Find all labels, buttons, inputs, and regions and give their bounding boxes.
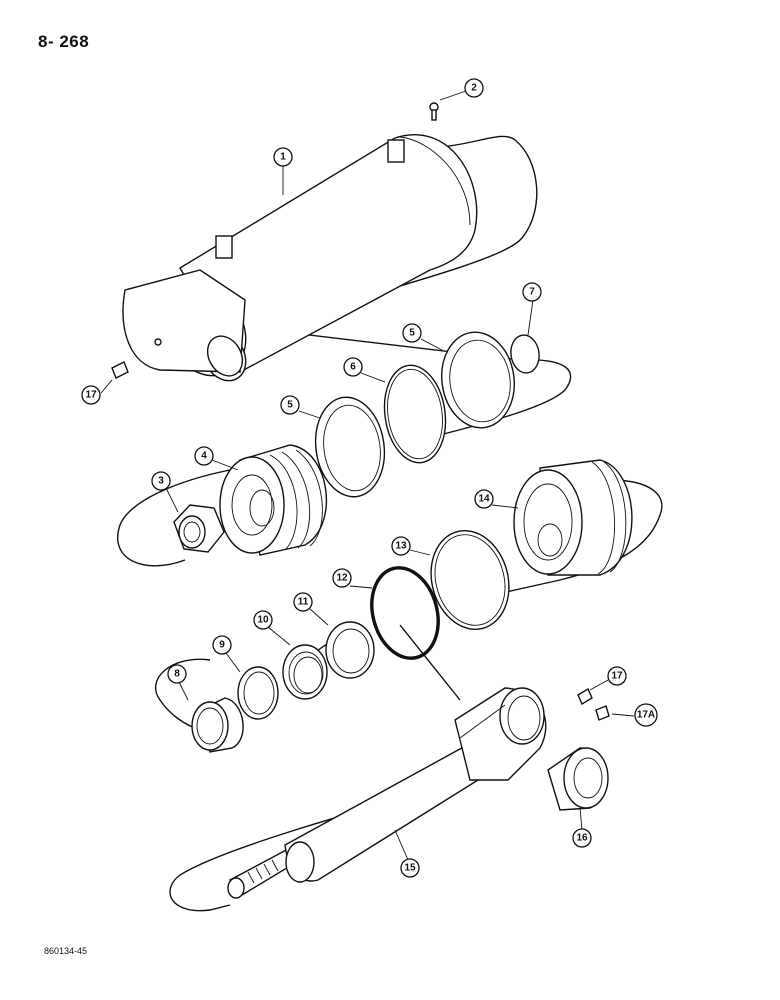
callout-11: 11: [293, 592, 313, 612]
part-14-gland: [513, 459, 633, 576]
gland-rings: [370, 530, 510, 660]
callout-6: 6: [343, 357, 363, 377]
svg-text:3: 3: [158, 476, 164, 487]
svg-text:6: 6: [350, 362, 356, 373]
svg-text:14: 14: [478, 494, 490, 505]
callout-8: 8: [167, 664, 187, 684]
callout-16: 16: [572, 828, 592, 848]
svg-text:7: 7: [529, 287, 535, 298]
svg-text:4: 4: [201, 451, 207, 462]
cylinder-barrel: [122, 134, 478, 382]
svg-text:5: 5: [287, 400, 293, 411]
callout-17-right: 17: [607, 666, 627, 686]
callout-12: 12: [332, 568, 352, 588]
part-4-piston: [219, 444, 327, 556]
callout-17a: 17A: [634, 703, 658, 727]
svg-text:8: 8: [174, 669, 180, 680]
leader-lines: [100, 90, 635, 861]
callout-10: 10: [253, 610, 273, 630]
callout-5-lower: 5: [280, 395, 300, 415]
part-3-nut: [173, 504, 225, 553]
callout-15: 15: [400, 858, 420, 878]
callout-7: 7: [522, 282, 542, 302]
svg-text:11: 11: [298, 597, 309, 608]
svg-text:5: 5: [409, 328, 415, 339]
callout-2: 2: [464, 78, 484, 98]
callout-4: 4: [194, 446, 214, 466]
callout-1: 1: [273, 147, 293, 167]
callout-3: 3: [151, 471, 171, 491]
drawing-code: 860134-45: [44, 946, 88, 956]
callout-13: 13: [391, 536, 411, 556]
svg-text:10: 10: [257, 615, 269, 626]
svg-text:15: 15: [404, 863, 416, 874]
part-15-piston-rod: [227, 687, 547, 899]
part-2-bleed-screw: [429, 102, 439, 121]
svg-text:9: 9: [219, 640, 225, 651]
svg-text:1: 1: [280, 152, 286, 163]
rod-seals: [191, 621, 375, 753]
svg-text:13: 13: [395, 541, 407, 552]
svg-text:17: 17: [611, 671, 623, 682]
part-16-bushing: [547, 747, 609, 811]
svg-text:16: 16: [576, 833, 588, 844]
grease-fittings: [111, 361, 610, 721]
callout-17-top: 17: [81, 385, 101, 405]
callout-5-upper: 5: [402, 323, 422, 343]
svg-text:12: 12: [336, 573, 348, 584]
callout-9: 9: [212, 635, 232, 655]
callout-14: 14: [474, 489, 494, 509]
page-number: 8- 268: [38, 32, 90, 51]
svg-text:17: 17: [85, 390, 97, 401]
piston-rings: [314, 331, 540, 498]
svg-text:17A: 17A: [637, 710, 655, 721]
svg-text:2: 2: [471, 83, 477, 94]
